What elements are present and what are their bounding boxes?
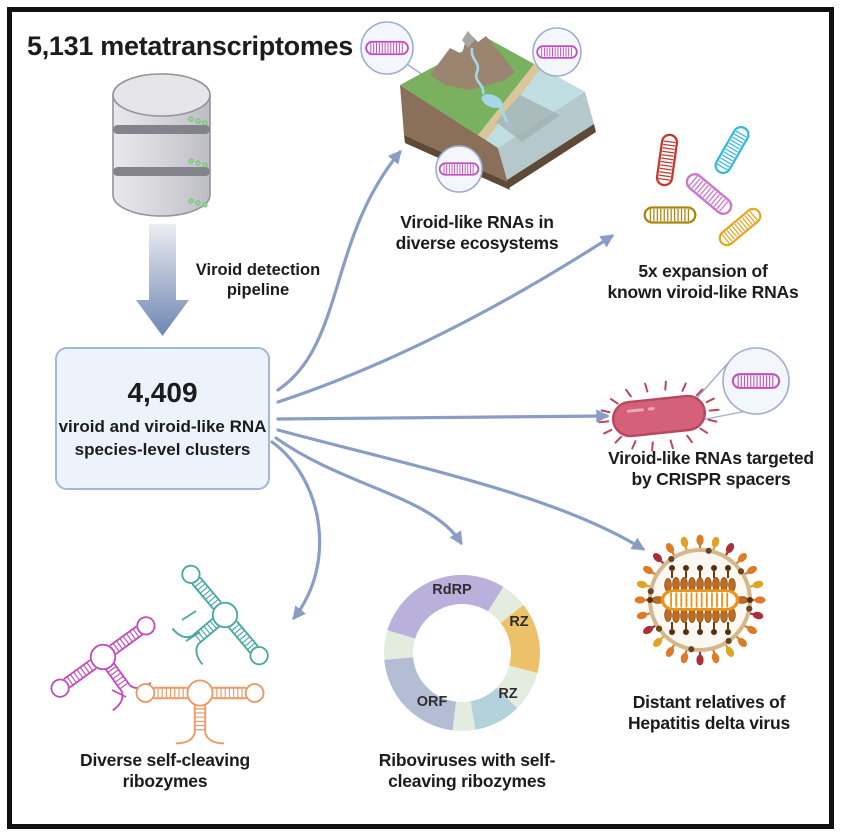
striped-rod-viroid-icon: [365, 40, 409, 56]
caption-line: by CRISPR spacers: [631, 469, 791, 489]
arrow-to-crispr: [276, 409, 610, 423]
ribozymes-caption: Diverse self-cleaving ribozymes: [25, 750, 305, 792]
striped-rod-viroid-icon: [731, 373, 781, 389]
rod-gold: [643, 206, 697, 224]
caption-line: 5x expansion of: [638, 261, 768, 281]
hdv-caption: Distant relatives of Hepatitis delta vir…: [569, 692, 841, 734]
caption-line: Viroid-like RNAs in: [400, 212, 554, 232]
arrow-to-donut: [274, 436, 463, 546]
ribozyme-magenta: [44, 609, 183, 734]
crispr-bacterium-illustration: [598, 347, 790, 452]
pipeline-label: Viroid detection pipeline: [168, 260, 348, 300]
bacterium-cell: [598, 380, 720, 452]
cluster-count: 4,409: [127, 376, 198, 408]
donut-seg-filler: [496, 665, 538, 709]
figure-border: [7, 7, 834, 829]
donut-seg-orf: [384, 656, 457, 731]
rod-red: [654, 132, 680, 188]
caption-line: known viroid-like RNAs: [607, 282, 799, 302]
ecosystems-caption: Viroid-like RNAs in diverse ecosystems: [337, 212, 617, 254]
donut-label-rz-bottom: RZ: [498, 686, 518, 702]
pipeline-label-line1: Viroid detection: [195, 261, 321, 279]
donut-seg-filler: [487, 586, 524, 624]
arrow-to-ecosystems: [276, 149, 402, 392]
viroid-callout-left: [360, 21, 414, 75]
caption-line: Riboviruses with self-: [378, 750, 556, 770]
caption-line: cleaving ribozymes: [388, 771, 546, 791]
arrow-to-hdv: [276, 428, 646, 551]
crispr-caption: Viroid-like RNAs targeted by CRISPR spac…: [571, 448, 841, 490]
caption-line: Hepatitis delta virus: [627, 713, 791, 733]
viroid-callout-right: [532, 27, 582, 77]
pipeline-arrow: [136, 224, 189, 336]
donut-label-rdrp: RdRP: [432, 582, 472, 598]
donut-seg-rdrp: [387, 575, 504, 640]
donut-seg-rz-bottom: [469, 687, 518, 730]
arrow-to-ribozymes: [270, 440, 322, 621]
hdv-core-proteins: [647, 565, 753, 635]
cluster-box-line1: viroid and viroid-like RNA: [58, 416, 267, 436]
ecosystem-illustration: [360, 21, 596, 193]
caption-line: Viroid-like RNAs targeted: [608, 448, 814, 468]
donut-label-rz-top: RZ: [509, 614, 529, 630]
database-cylinder-icon: [112, 73, 211, 217]
riboviruses-caption: Riboviruses with self- cleaving ribozyme…: [327, 750, 607, 792]
pipeline-label-line2: pipeline: [226, 281, 290, 299]
genome-donut-chart: [383, 575, 540, 731]
striped-rod-viroid-icon: [536, 45, 578, 59]
caption-line: Diverse self-cleaving: [80, 750, 250, 770]
hdv-rna-rod: [660, 588, 740, 612]
fan-arrows: [270, 149, 646, 621]
hdv-ring-dots: [647, 547, 753, 653]
rod-cyan: [711, 123, 753, 177]
donut-seg-filler: [383, 630, 416, 660]
viroid-callout-crispr: [722, 347, 790, 415]
donut-seg-filler: [452, 701, 476, 731]
hdv-virion-illustration: [633, 533, 767, 667]
figure-title: 5,131 metatranscriptomes: [27, 31, 353, 61]
donut-seg-rz-top: [500, 604, 540, 674]
caption-line: Distant relatives of: [632, 692, 786, 712]
arrow-to-expansion: [276, 234, 615, 404]
cluster-box-line2: species-level clusters: [74, 439, 251, 459]
cluster-count-box: 4,409 viroid and viroid-like RNA species…: [55, 347, 270, 490]
ribozyme-teal: [146, 558, 275, 695]
striped-rod-viroid-icon: [438, 162, 480, 176]
expansion-rods-illustration: [643, 123, 765, 250]
viroid-callout-bottom: [435, 145, 483, 193]
caption-line: diverse ecosystems: [395, 233, 559, 253]
ribozyme-structures-illustration: [44, 558, 275, 745]
caption-line: ribozymes: [122, 771, 208, 791]
donut-label-orf: ORF: [416, 694, 448, 710]
expansion-caption: 5x expansion of known viroid-like RNAs: [563, 261, 841, 303]
ribozyme-orange: [135, 679, 265, 745]
database-led-dots: [188, 116, 208, 208]
